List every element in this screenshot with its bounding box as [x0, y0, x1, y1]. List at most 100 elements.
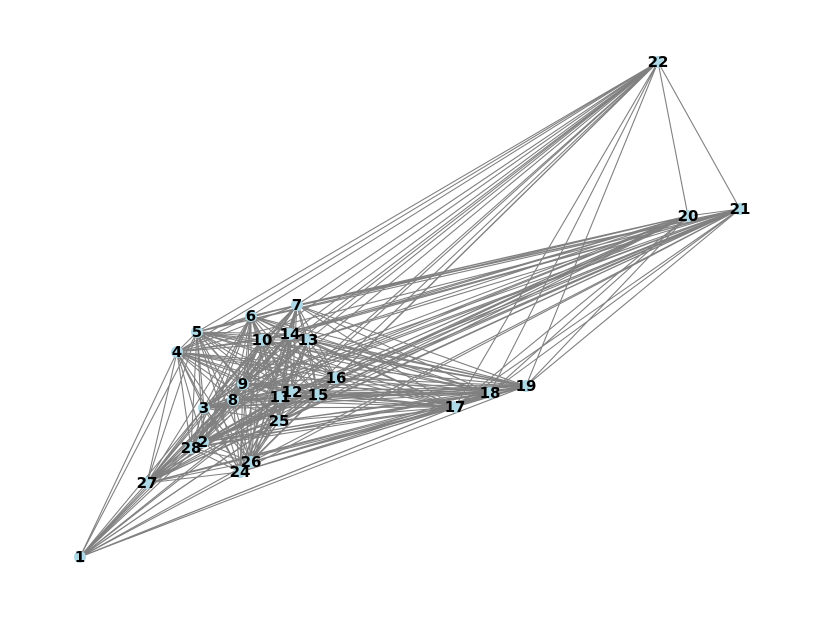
- node-26: 26: [241, 453, 262, 471]
- edge-17-24: [239, 406, 456, 473]
- edge-26-8: [232, 399, 252, 463]
- node-marker: [734, 203, 746, 215]
- edge-14-16: [289, 333, 337, 379]
- edge-layer: [79, 61, 741, 558]
- edge-13-11: [279, 339, 309, 398]
- node-label: 16: [326, 369, 347, 387]
- node-8: 8: [227, 391, 239, 409]
- node-label: 12: [282, 383, 303, 401]
- edge-9-16: [242, 377, 337, 385]
- edge-18-14: [289, 333, 491, 394]
- edge-19-12: [291, 385, 527, 393]
- edge-17-7: [296, 304, 456, 408]
- edge-24-8: [232, 399, 241, 473]
- edge-13-16: [307, 339, 337, 379]
- edge-1-26: [79, 461, 252, 558]
- edge-22-6: [250, 61, 659, 317]
- edge-21-9: [242, 208, 741, 385]
- edge-20-19: [525, 215, 689, 387]
- node-label: 6: [246, 307, 256, 325]
- node-27: 27: [137, 474, 158, 492]
- node-label: 11: [270, 388, 291, 406]
- edge-21-19: [525, 208, 741, 387]
- node-marker: [291, 299, 303, 311]
- edge-16-25: [278, 377, 337, 422]
- edge-19-7: [296, 304, 527, 387]
- node-18: 18: [480, 384, 501, 402]
- edge-1-24: [79, 471, 241, 558]
- edge-4-27: [146, 351, 178, 484]
- edge-6-24: [239, 315, 252, 473]
- node-21: 21: [730, 200, 751, 218]
- edge-21-13: [307, 208, 741, 341]
- edge-21-20: [687, 208, 741, 217]
- edge-7-27: [146, 304, 298, 484]
- node-24: 24: [230, 463, 251, 481]
- edge-1-19: [79, 385, 527, 558]
- node-marker: [273, 415, 285, 427]
- node-label: 25: [269, 412, 290, 430]
- node-marker: [286, 386, 298, 398]
- edge-27-26: [146, 461, 252, 484]
- edge-26-9: [242, 383, 252, 463]
- edge-22-11: [279, 61, 659, 398]
- edge-22-10: [261, 61, 659, 341]
- node-25: 25: [269, 412, 290, 430]
- edge-22-25: [278, 61, 659, 422]
- node-label: 1: [75, 548, 85, 566]
- node-3: 3: [198, 399, 210, 417]
- edge-9-10: [242, 339, 263, 385]
- node-marker: [237, 378, 249, 390]
- node-label: 28: [181, 439, 202, 457]
- edge-20-7: [296, 215, 689, 306]
- node-label: 14: [280, 325, 301, 343]
- edge-14-12: [289, 333, 293, 393]
- edge-18-12: [291, 391, 491, 394]
- edge-8-13: [232, 339, 309, 401]
- edge-1-18: [79, 392, 491, 558]
- edge-18-27: [146, 392, 491, 484]
- edge-20-15: [317, 215, 689, 396]
- node-22: 22: [648, 53, 669, 71]
- edge-1-5: [79, 331, 198, 558]
- edge-20-18: [489, 215, 689, 394]
- node-marker: [302, 334, 314, 346]
- node-12: 12: [282, 383, 303, 401]
- node-label: 9: [238, 375, 248, 393]
- edge-27-15: [146, 394, 319, 484]
- edge-22-19: [525, 61, 659, 387]
- node-label: 3: [199, 399, 209, 417]
- edge-10-15: [261, 339, 319, 396]
- edge-17-14: [289, 333, 456, 408]
- node-2: 2: [197, 433, 209, 451]
- edge-17-25: [278, 406, 456, 422]
- edge-2-24: [202, 441, 241, 473]
- node-28: 28: [181, 439, 202, 457]
- edge-3-25: [203, 407, 280, 422]
- edge-22-17: [454, 61, 659, 408]
- edge-22-12: [291, 61, 659, 393]
- edge-27-24: [146, 471, 241, 484]
- node-label: 13: [298, 331, 319, 349]
- edge-2-15: [202, 394, 319, 443]
- edge-18-16: [335, 377, 491, 394]
- edge-4-24: [176, 351, 241, 473]
- edge-26-25: [250, 420, 280, 463]
- node-marker: [484, 387, 496, 399]
- node-marker: [652, 56, 664, 68]
- node-marker: [185, 442, 197, 454]
- edge-5-28: [190, 331, 198, 449]
- edge-22-21: [657, 61, 741, 210]
- edge-19-6: [250, 315, 527, 387]
- node-label: 7: [292, 296, 302, 314]
- edge-22-5: [196, 61, 659, 333]
- node-10: 10: [252, 331, 273, 349]
- node-14: 14: [280, 325, 301, 343]
- edge-24-10: [239, 339, 263, 473]
- edge-18-10: [261, 339, 491, 394]
- edge-20-9: [242, 215, 689, 385]
- edge-6-7: [250, 304, 298, 317]
- node-label: 17: [445, 398, 466, 416]
- edge-5-11: [196, 331, 281, 398]
